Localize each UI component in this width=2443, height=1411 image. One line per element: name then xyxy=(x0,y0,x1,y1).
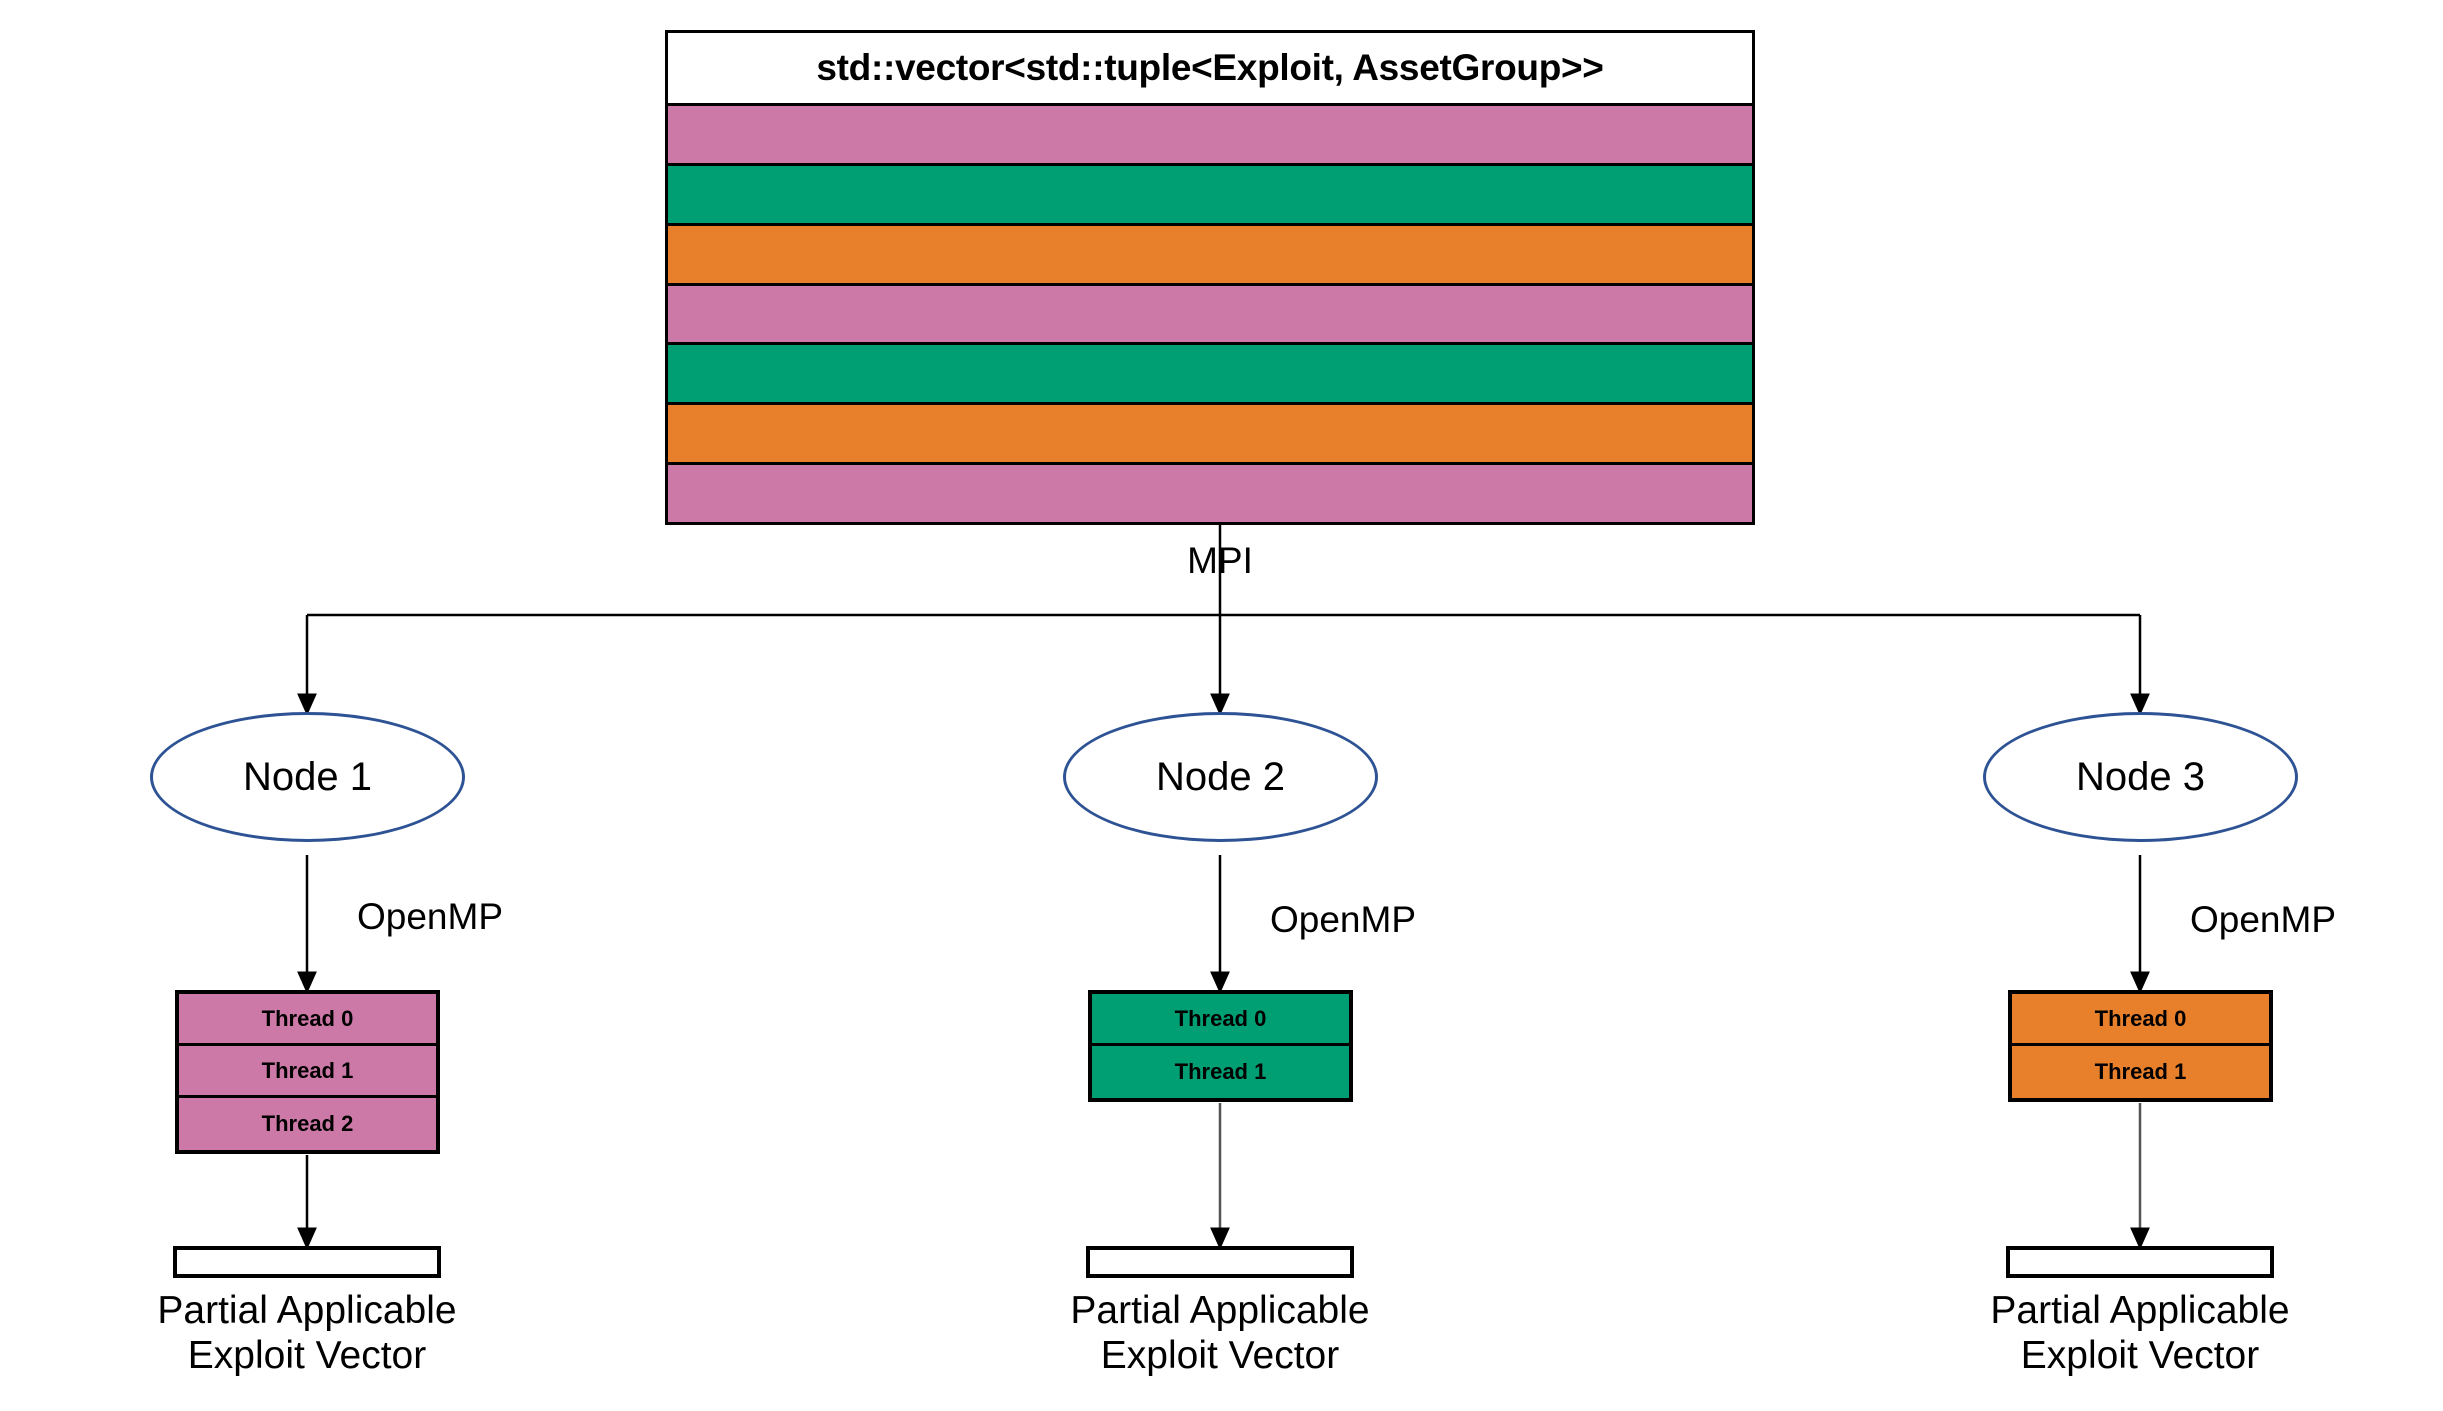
result-caption-line-2: Exploit Vector xyxy=(2020,1334,2260,1377)
result-caption-line-2: Exploit Vector xyxy=(1100,1334,1340,1377)
thread-cell: Thread 0 xyxy=(179,994,436,1046)
result-caption-2: Partial Applicable Exploit Vector xyxy=(1010,1288,1430,1378)
result-box-2 xyxy=(1086,1246,1354,1278)
openmp-label-2: OpenMP xyxy=(1269,899,1416,940)
result-caption-1: Partial Applicable Exploit Vector xyxy=(97,1288,517,1378)
thread-stack-3: Thread 0 Thread 1 xyxy=(2008,990,2273,1102)
openmp-label-3: OpenMP xyxy=(2189,899,2336,940)
vector-row xyxy=(668,345,1752,406)
mpi-label: MPI xyxy=(1187,540,1253,581)
thread-cell: Thread 0 xyxy=(1092,994,1349,1046)
result-caption-line-1: Partial Applicable xyxy=(1070,1289,1370,1332)
thread-cell: Thread 2 xyxy=(179,1098,436,1150)
vector-row-list xyxy=(668,103,1752,523)
global-exploit-vector-box: std::vector<std::tuple<Exploit, AssetGro… xyxy=(665,30,1755,525)
result-box-1 xyxy=(173,1246,441,1278)
vector-type-label: std::vector<std::tuple<Exploit, AssetGro… xyxy=(816,47,1604,88)
vector-row xyxy=(668,225,1752,286)
node-ellipse-2: Node 2 xyxy=(1063,712,1378,842)
node-label: Node 1 xyxy=(243,754,372,799)
thread-cell: Thread 1 xyxy=(2012,1046,2269,1098)
thread-stack-1: Thread 0 Thread 1 Thread 2 xyxy=(175,990,440,1154)
node-label: Node 3 xyxy=(2076,754,2205,799)
result-caption-line-2: Exploit Vector xyxy=(187,1334,427,1377)
node-ellipse-1: Node 1 xyxy=(150,712,465,842)
thread-stack-2: Thread 0 Thread 1 xyxy=(1088,990,1353,1102)
result-caption-line-1: Partial Applicable xyxy=(157,1289,457,1332)
vector-row xyxy=(668,465,1752,523)
vector-row xyxy=(668,405,1752,466)
vector-row xyxy=(668,165,1752,226)
result-caption-3: Partial Applicable Exploit Vector xyxy=(1930,1288,2350,1378)
node-ellipse-3: Node 3 xyxy=(1983,712,2298,842)
vector-row xyxy=(668,106,1752,166)
openmp-label-1: OpenMP xyxy=(356,896,503,937)
thread-cell: Thread 1 xyxy=(1092,1046,1349,1098)
thread-cell: Thread 1 xyxy=(179,1046,436,1098)
thread-cell: Thread 0 xyxy=(2012,994,2269,1046)
result-box-3 xyxy=(2006,1246,2274,1278)
vector-row xyxy=(668,285,1752,346)
result-caption-line-1: Partial Applicable xyxy=(1990,1289,2290,1332)
node-label: Node 2 xyxy=(1156,754,1285,799)
